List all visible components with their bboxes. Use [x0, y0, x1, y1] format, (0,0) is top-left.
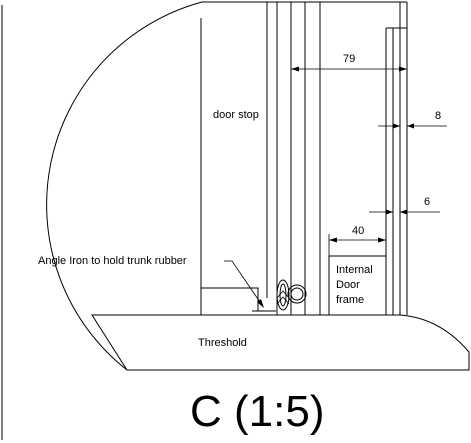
- threshold-outline: [91, 314, 470, 371]
- detail-title: C (1:5): [190, 387, 324, 436]
- angle-iron-leader-arrow: [257, 299, 264, 308]
- dimension-79-label: 79: [343, 53, 355, 65]
- dimension-40-label: 40: [352, 225, 364, 237]
- internal-frame-label-1: Internal: [336, 264, 373, 276]
- threshold-label: Threshold: [198, 337, 247, 349]
- dimension-79: [290, 64, 408, 74]
- door-stop-label: door stop: [213, 109, 259, 121]
- dimension-8: [378, 123, 447, 129]
- angle-iron-label: Angle Iron to hold trunk rubber: [38, 255, 187, 267]
- detail-boundary-arc: [46, 1, 407, 371]
- dimension-8-label: 8: [435, 110, 441, 122]
- dimension-6: [369, 209, 440, 215]
- angle-iron-shape: [201, 287, 267, 312]
- dimension-6-label: 6: [424, 196, 430, 208]
- internal-frame-label-3: frame: [336, 294, 364, 306]
- trunk-rubber-seal: [276, 279, 307, 311]
- angle-iron-leader: [224, 260, 263, 306]
- internal-frame-label-2: Door: [336, 279, 360, 291]
- dimension-40: [328, 234, 386, 256]
